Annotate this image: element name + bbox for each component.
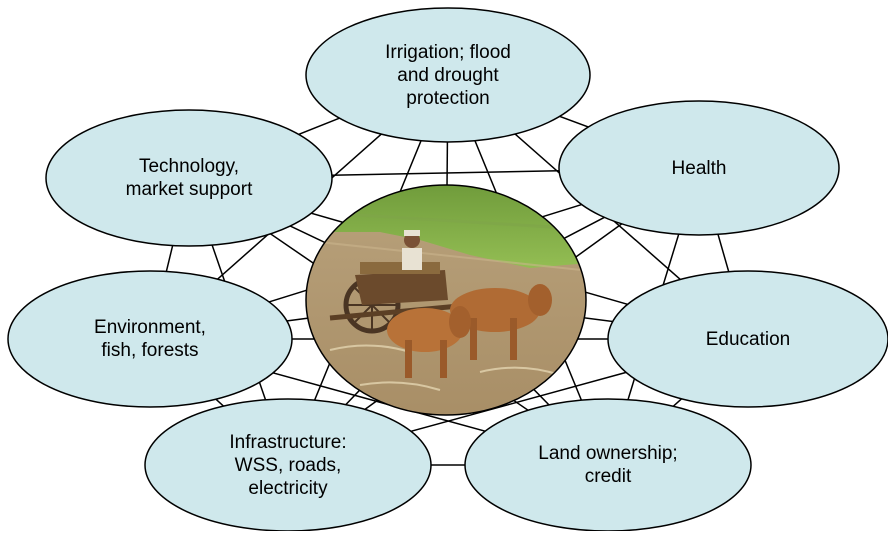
- node-shapes: [7, 7, 888, 532]
- node-irrigation: [305, 7, 591, 143]
- node-environment: [7, 270, 293, 408]
- node-education: [607, 270, 888, 408]
- node-infrastructure: [144, 398, 432, 532]
- node-health: [558, 100, 840, 236]
- node-technology: [45, 109, 333, 247]
- center-photo: [305, 184, 587, 416]
- node-land: [464, 398, 752, 532]
